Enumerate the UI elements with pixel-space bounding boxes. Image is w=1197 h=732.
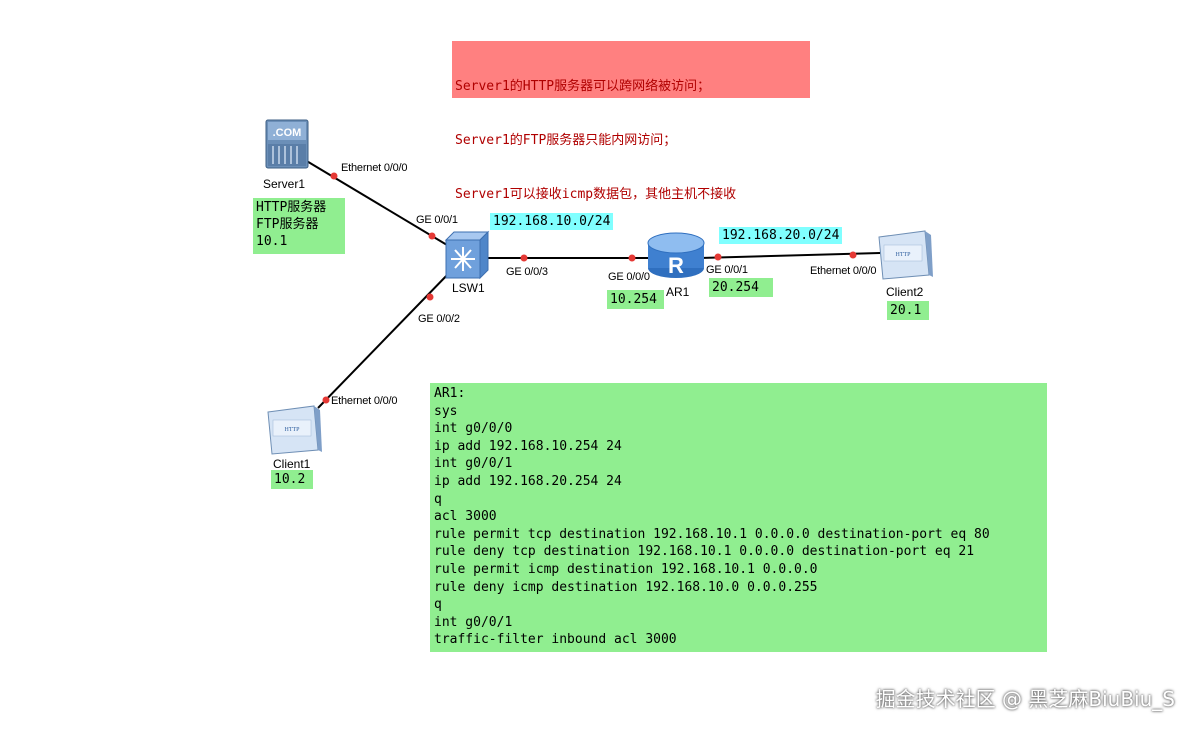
router-icon[interactable]: R	[647, 232, 705, 278]
port-label-lsw1-ge003: GE 0/0/3	[506, 266, 548, 278]
port-dot-server1	[330, 172, 338, 180]
client2-icon-text: HTTP	[896, 252, 912, 258]
port-label-client1-eth: Ethernet 0/0/0	[331, 395, 398, 407]
client1-icon[interactable]: HTTP	[267, 405, 322, 455]
client2-ip: 20.1	[887, 301, 929, 320]
config-line: int g0/0/1	[434, 614, 513, 630]
server1-info-http: HTTP服务器	[256, 200, 327, 215]
server-icon[interactable]: .COM	[265, 119, 309, 169]
network-label-20: 192.168.20.0/24	[719, 227, 843, 244]
port-label-lsw1-ge001: GE 0/0/1	[416, 214, 458, 226]
port-label-ar1-ge000: GE 0/0/0	[608, 271, 650, 283]
config-line: sys	[434, 403, 458, 419]
ar1-ip-ge000: 10.254	[607, 290, 664, 309]
config-line: rule deny icmp destination 192.168.10.0 …	[434, 579, 818, 595]
client1-icon-text: HTTP	[285, 427, 301, 433]
config-line: traffic-filter inbound acl 3000	[434, 632, 677, 648]
switch-icon[interactable]	[444, 230, 490, 280]
link-server1-lsw1	[304, 159, 453, 249]
config-line: rule permit tcp destination 192.168.10.1…	[434, 526, 990, 542]
server-icon-text: .COM	[273, 127, 302, 139]
port-dot-client1	[322, 396, 330, 404]
config-line: acl 3000	[434, 509, 497, 525]
router-icon-text: R	[668, 253, 684, 278]
ar1-config-block: AR1: sys int g0/0/0 ip add 192.168.10.25…	[430, 383, 1047, 652]
client2-icon[interactable]: HTTP	[878, 230, 933, 280]
config-line: rule permit icmp destination 192.168.10.…	[434, 561, 818, 577]
port-label-ar1-ge001: GE 0/0/1	[706, 264, 748, 276]
watermark: 掘金技术社区 @ 黑芝麻BiuBiu_S	[875, 687, 1175, 711]
config-line: q	[434, 491, 442, 507]
link-client1-lsw1	[317, 269, 453, 409]
port-dot-ar1-ge001	[714, 253, 722, 261]
port-dot-lsw1-ge003	[520, 254, 528, 262]
ar1-ip-ge001: 20.254	[709, 278, 773, 297]
port-label-server1-eth: Ethernet 0/0/0	[341, 162, 408, 174]
note-line-2: Server1的FTP服务器只能内网访问；	[455, 133, 677, 148]
port-label-lsw1-ge002: GE 0/0/2	[418, 313, 460, 325]
server1-info-ip: 10.1	[256, 234, 288, 249]
server1-info-ftp: FTP服务器	[256, 217, 319, 232]
port-dot-client2	[849, 251, 857, 259]
port-label-client2-eth: Ethernet 0/0/0	[810, 265, 877, 277]
config-line: rule deny tcp destination 192.168.10.1 0…	[434, 544, 975, 560]
config-line: ip add 192.168.10.254 24	[434, 438, 622, 454]
config-line: int g0/0/0	[434, 421, 513, 437]
requirement-note: Server1的HTTP服务器可以跨网络被访问； Server1的FTP服务器只…	[452, 41, 810, 202]
lsw1-label: LSW1	[452, 281, 485, 295]
config-line: AR1:	[434, 386, 466, 401]
config-line: int g0/0/1	[434, 456, 513, 472]
note-line-3: Server1可以接收icmp数据包，其他主机不接收	[455, 187, 737, 202]
port-dot-lsw1-ge001	[428, 232, 436, 240]
ar1-label: AR1	[666, 285, 690, 299]
port-dot-ar1-ge000	[628, 254, 636, 262]
client1-label: Client1	[273, 457, 311, 471]
note-line-1: Server1的HTTP服务器可以跨网络被访问；	[455, 79, 711, 94]
server1-info: HTTP服务器 FTP服务器 10.1	[253, 198, 345, 254]
port-dot-lsw1-ge002	[426, 293, 434, 301]
config-line: ip add 192.168.20.254 24	[434, 473, 622, 489]
client1-ip: 10.2	[271, 470, 313, 489]
client2-label: Client2	[886, 285, 924, 299]
network-label-10: 192.168.10.0/24	[490, 213, 614, 230]
server1-label: Server1	[263, 177, 306, 191]
config-line: q	[434, 597, 442, 613]
